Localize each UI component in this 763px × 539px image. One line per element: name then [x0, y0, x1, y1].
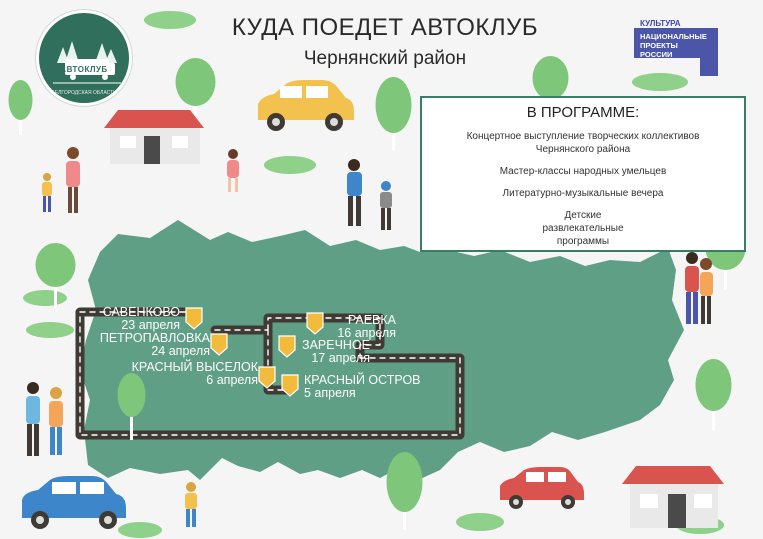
national-projects-shape [634, 28, 718, 76]
person-icon [347, 159, 362, 226]
pin-icon-savenkovo [185, 307, 203, 330]
house-icon [622, 466, 724, 528]
person-icon [26, 382, 40, 456]
national-projects-kultura: КУЛЬТУРА [640, 19, 681, 28]
program-item: Мастер-классы народных умельцев [499, 166, 667, 177]
tree-icon [375, 77, 412, 150]
tree-icon [8, 80, 33, 135]
tree-icon [175, 58, 216, 120]
place-label-petropavlovka: ПЕТРОПАВЛОВКА 24 апреля [88, 332, 210, 358]
place-name: ЗАРЕЧНОЕ [302, 338, 370, 352]
place-date: 16 апреля [337, 326, 396, 340]
place-label-savenkovo: САВЕНКОВО 23 апреля [94, 306, 180, 332]
car-icon [500, 467, 584, 509]
place-name: САВЕНКОВО [102, 305, 180, 319]
person-icon [42, 173, 52, 212]
autoclub-logo-graphic [53, 41, 121, 84]
autoclub-route [75, 307, 465, 440]
place-name: КРАСНЫЙ ОСТРОВ [304, 373, 421, 387]
autoclub-logo: АВТОКЛУБ БЕЛГОРОДСКАЯ ОБЛАСТЬ [36, 10, 132, 106]
program-item: Литературно-музыкальные вечера [502, 188, 664, 199]
place-name: ПЕТРОПАВЛОВКА [99, 331, 210, 345]
pin-icon-petropavlovka [210, 333, 228, 356]
pin-icon-raevka [306, 312, 324, 335]
national-projects-label: НАЦИОНАЛЬНЫЕ ПРОЕКТЫ РОССИИ [640, 32, 707, 59]
person-icon [685, 252, 699, 324]
car-icon [258, 80, 354, 131]
person-icon [49, 387, 63, 455]
place-label-krasny-ostrov: КРАСНЫЙ ОСТРОВ 5 апреля [304, 374, 434, 400]
page-title: КУДА ПОЕДЕТ АВТОКЛУБ [231, 14, 539, 41]
place-date: 23 апреля [121, 318, 180, 332]
tree-icon [532, 56, 569, 102]
location-pins [185, 307, 324, 397]
page-subtitle: Чернянский район [303, 48, 467, 69]
tree-icon [386, 452, 423, 530]
program-heading: В ПРОГРАММЕ: [526, 104, 640, 121]
place-name: РАЕВКА [347, 313, 396, 327]
place-label-krasny-viselok: КРАСНЫЙ ВЫСЕЛОК 6 апреля [118, 361, 258, 387]
place-date: 17 апреля [311, 351, 370, 365]
person-icon [380, 181, 392, 230]
person-icon [185, 482, 197, 527]
place-label-raevka: РАЕВКА 16 апреля [320, 314, 396, 340]
tree-icon [35, 243, 76, 308]
pin-icon-krasny-viselok [258, 366, 276, 389]
program-item: Концертное выступление творческих коллек… [466, 131, 700, 155]
national-projects-line: РОССИИ [640, 50, 673, 59]
program-panel: В ПРОГРАММЕ: Концертное выступление твор… [420, 96, 746, 252]
national-projects-line: НАЦИОНАЛЬНЫЕ [640, 32, 707, 41]
person-icon [700, 258, 713, 324]
autoclub-logo-text: АВТОКЛУБ [60, 65, 108, 74]
district-map [80, 220, 684, 480]
person-icon [227, 149, 239, 192]
national-projects-line: ПРОЕКТЫ [640, 41, 678, 50]
car-icon [22, 476, 126, 529]
place-name: КРАСНЫЙ ВЫСЕЛОК [131, 360, 258, 374]
people-illustrations [26, 147, 713, 527]
place-date: 24 апреля [151, 344, 210, 358]
place-date: 6 апреля [206, 373, 258, 387]
autoclub-logo-region: БЕЛГОРОДСКАЯ ОБЛАСТЬ [51, 90, 117, 96]
program-item: Детские развлекательные программы [542, 210, 624, 247]
place-label-zarechnoe: ЗАРЕЧНОЕ 17 апреля [290, 339, 370, 365]
place-date: 5 апреля [304, 386, 356, 400]
tree-icon [695, 359, 732, 430]
trees [8, 56, 746, 530]
person-icon [66, 147, 80, 213]
pin-icon-krasny-ostrov [281, 374, 299, 397]
tree-icon [117, 373, 146, 440]
pin-icon-zarechnoe [278, 335, 296, 358]
house-icon [104, 110, 204, 164]
